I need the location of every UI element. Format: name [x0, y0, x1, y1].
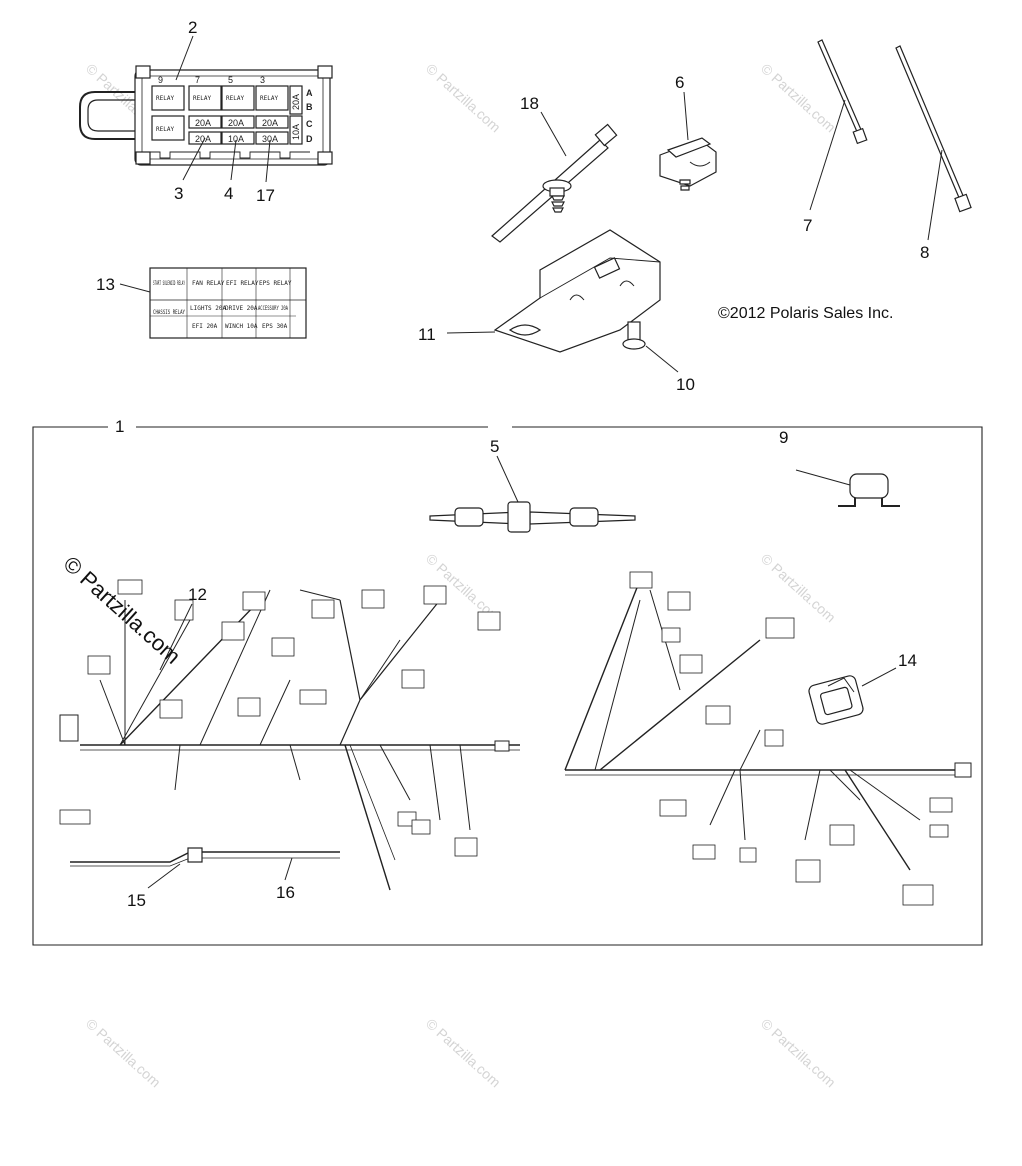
- row-letter: B: [306, 102, 313, 112]
- watermark: © Partzilla.com: [423, 1015, 504, 1090]
- decal-text: CHASSIS RELAY: [153, 309, 185, 316]
- watermark: © Partzilla.com: [758, 1015, 839, 1090]
- copyright-notice: ©2012 Polaris Sales Inc.: [718, 305, 893, 322]
- position-label: 3: [260, 75, 265, 85]
- row-letter: D: [306, 134, 313, 144]
- callout-16: 16: [276, 883, 295, 902]
- decal-text: START SOLENOID RELAY: [153, 280, 185, 287]
- callout-12: 12: [188, 585, 207, 604]
- fuse-box-callouts: 2 3 4 17: [174, 18, 275, 205]
- callout-1: 1: [115, 417, 124, 436]
- callout-6: 6: [675, 73, 684, 92]
- main-harness-left: [59, 579, 520, 891]
- item-12-callout: 12: [159, 585, 207, 671]
- fuse-relay-box: 9 7 5 3 RELAY RELAY RELAY RELAY RELAY 20…: [79, 65, 333, 166]
- row-letter: A: [306, 88, 313, 98]
- cable-ties: 7 8: [803, 39, 972, 262]
- decal-text: LIGHTS 20A: [190, 305, 227, 312]
- watermark: © Partzilla.com: [758, 550, 839, 625]
- callout-5: 5: [490, 437, 499, 456]
- inline-fuse-holder: 5: [429, 437, 636, 533]
- position-label: 5: [228, 75, 233, 85]
- row-letter: C: [306, 119, 313, 129]
- jumper-harness: 15 16: [70, 847, 340, 910]
- relay-label: RELAY: [156, 95, 174, 102]
- bracket: 11: [418, 229, 661, 353]
- fuse-rating: 20A: [195, 134, 211, 144]
- sensor-module: 14: [808, 651, 917, 725]
- decal-text: EPS RELAY: [259, 280, 292, 287]
- harness-clip: 6: [659, 73, 717, 191]
- callout-15: 15: [127, 891, 146, 910]
- watermarks: © Partzilla.com © Partzilla.com © Partzi…: [83, 60, 839, 1090]
- relay-label: RELAY: [260, 95, 278, 102]
- callout-10: 10: [676, 375, 695, 394]
- callout-17: 17: [256, 186, 275, 205]
- fuse-label-decal: START SOLENOID RELAY FAN RELAY EFI RELAY…: [96, 267, 307, 339]
- fuse-rating: 10A: [291, 124, 301, 140]
- relay-label: RELAY: [193, 95, 211, 102]
- watermark: © Partzilla.com: [758, 60, 839, 135]
- callout-4: 4: [224, 184, 233, 203]
- relay-label: RELAY: [226, 95, 244, 102]
- fuse-rating: 20A: [262, 118, 278, 128]
- callout-11: 11: [418, 325, 436, 344]
- watermark-dark: © Partzilla.com: [59, 551, 186, 669]
- fuse-rating: 20A: [228, 118, 244, 128]
- fuse-rating: 20A: [291, 94, 301, 110]
- decal-text: DRIVE 20A: [225, 305, 258, 312]
- decal-text: EFI 20A: [192, 323, 218, 330]
- fuse-rating: 10A: [228, 134, 244, 144]
- decal-text: EFI RELAY: [226, 280, 259, 287]
- decal-text: ACCESSORY 20A: [258, 305, 288, 312]
- push-rivet: 10: [622, 321, 695, 394]
- position-label: 9: [158, 75, 163, 85]
- callout-18: 18: [520, 94, 539, 113]
- callout-3: 3: [174, 184, 183, 203]
- position-label: 7: [195, 75, 200, 85]
- relay-label: RELAY: [156, 126, 174, 133]
- callout-13: 13: [96, 275, 115, 294]
- watermark: © Partzilla.com: [423, 60, 504, 135]
- cable-tie-push-mount: 18: [491, 94, 618, 243]
- callout-2: 2: [188, 18, 197, 37]
- harness-frame: 1: [32, 417, 983, 946]
- watermark: © Partzilla.com: [83, 1015, 164, 1090]
- callout-7: 7: [803, 216, 812, 235]
- callout-9: 9: [779, 428, 788, 447]
- callout-14: 14: [898, 651, 917, 670]
- fuse-rating: 30A: [262, 134, 278, 144]
- resistor-module: 9: [779, 428, 900, 507]
- fuse-rating: 20A: [195, 118, 211, 128]
- decal-text: EPS 30A: [262, 323, 288, 330]
- decal-text: WINCH 10A: [225, 323, 258, 330]
- main-harness-right: [564, 571, 972, 906]
- callout-8: 8: [920, 243, 929, 262]
- decal-text: FAN RELAY: [192, 280, 225, 287]
